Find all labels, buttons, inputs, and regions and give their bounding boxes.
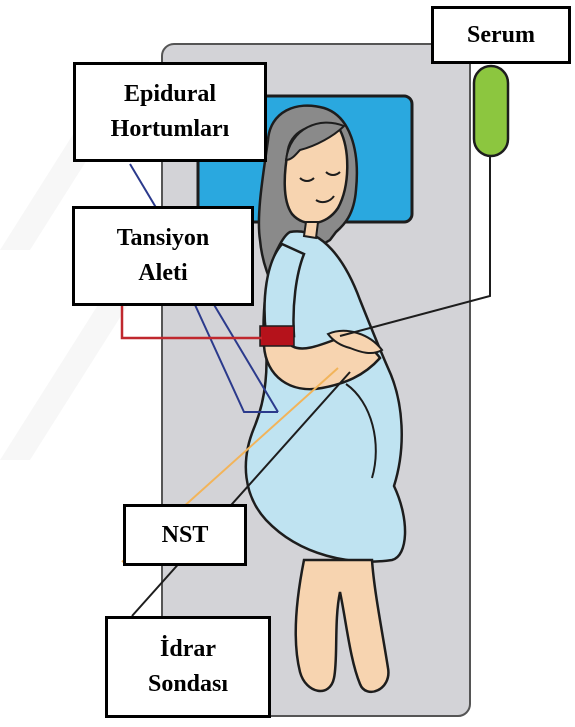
label-epidural-line1: Epidural <box>124 77 216 112</box>
label-tansiyon-line2: Aleti <box>138 256 187 291</box>
blood-pressure-cuff-icon <box>260 326 294 346</box>
label-idrar-line2: Sondası <box>148 667 228 702</box>
label-nst-text: NST <box>162 518 209 553</box>
label-idrar: İdrar Sondası <box>105 616 271 718</box>
label-epidural-line2: Hortumları <box>111 112 230 147</box>
label-tansiyon-line1: Tansiyon <box>117 221 210 256</box>
label-tansiyon: Tansiyon Aleti <box>72 206 254 306</box>
label-epidural: Epidural Hortumları <box>73 62 267 162</box>
label-serum: Serum <box>431 6 571 64</box>
label-serum-text: Serum <box>467 18 535 53</box>
label-idrar-line1: İdrar <box>160 632 216 667</box>
label-nst: NST <box>123 504 247 566</box>
serum-bag-icon <box>474 66 508 156</box>
